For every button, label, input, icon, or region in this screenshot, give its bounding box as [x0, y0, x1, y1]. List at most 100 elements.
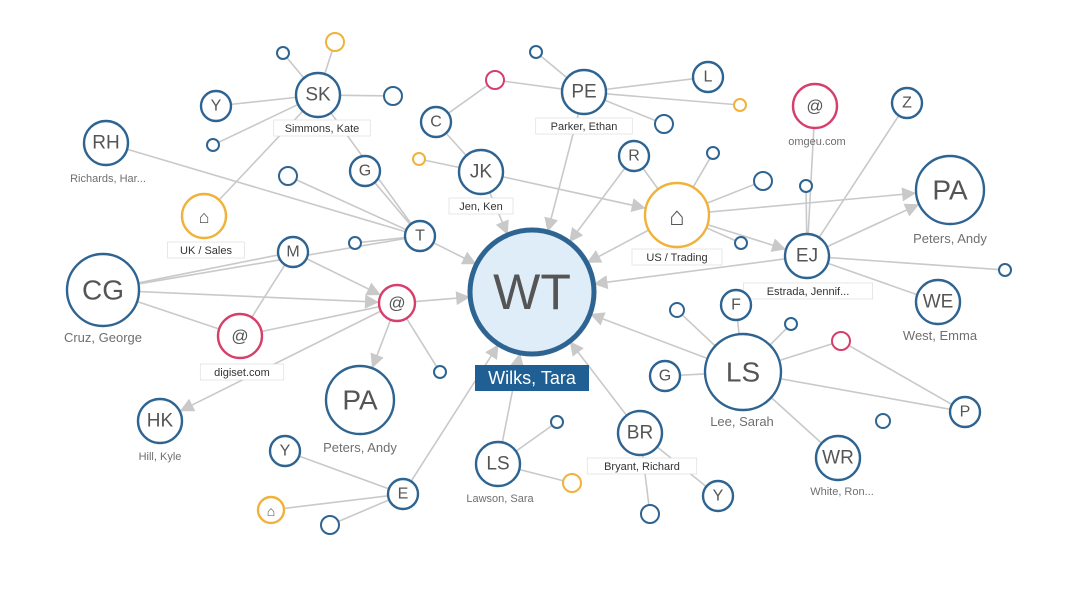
- node-e[interactable]: E: [386, 477, 420, 511]
- node-label: Bryant, Richard: [604, 461, 680, 473]
- node-c[interactable]: C: [419, 105, 453, 139]
- mini-node-d25[interactable]: [875, 413, 891, 429]
- mini-node-d4[interactable]: [206, 138, 220, 152]
- building-icon: ⌂: [199, 207, 210, 227]
- node-y3[interactable]: Y: [701, 479, 735, 513]
- node-circle: [560, 68, 608, 116]
- edge-pe-d9: [604, 99, 656, 122]
- node-org2[interactable]: ⌂: [643, 181, 711, 249]
- mini-node-d20[interactable]: [433, 365, 447, 379]
- node-m[interactable]: M: [276, 235, 310, 269]
- node-t[interactable]: T: [403, 219, 437, 253]
- mini-node-d6[interactable]: [529, 45, 543, 59]
- node-circle: [474, 440, 522, 488]
- edge-jk-org2: [502, 175, 646, 209]
- mini-node-d23[interactable]: [562, 473, 582, 493]
- node-sk[interactable]: SK: [294, 71, 342, 119]
- node-initials: Y: [211, 98, 222, 115]
- node-wt[interactable]: WT: [467, 227, 597, 357]
- mini-node-d7[interactable]: [278, 166, 298, 186]
- node-em2[interactable]: @: [377, 283, 417, 323]
- mini-node-d12[interactable]: [706, 146, 720, 160]
- node-em1[interactable]: @: [791, 82, 839, 130]
- node-label: West, Emma: [903, 328, 978, 343]
- email-at-icon: @: [231, 327, 248, 346]
- node-label: Richards, Har...: [70, 173, 146, 185]
- node-org3[interactable]: ⌂: [256, 495, 286, 525]
- node-ej[interactable]: EJ: [783, 232, 831, 280]
- mini-node-d22[interactable]: [550, 415, 564, 429]
- node-we[interactable]: WE: [914, 278, 962, 326]
- mini-node-d3[interactable]: [383, 86, 403, 106]
- node-hk[interactable]: HK: [136, 397, 184, 445]
- edge-ls1-d22: [515, 424, 553, 452]
- edge-ls2-wr: [770, 396, 823, 444]
- node-g1[interactable]: G: [348, 154, 382, 188]
- node-initials: Z: [902, 95, 912, 112]
- dot-circle: [550, 415, 564, 429]
- node-pe[interactable]: PE: [560, 68, 608, 116]
- mini-node-d19[interactable]: [784, 317, 798, 331]
- node-r[interactable]: R: [617, 139, 651, 173]
- dot-circle: [640, 504, 660, 524]
- edge-ls2-f: [736, 319, 740, 335]
- node-label: digiset.com: [214, 367, 270, 379]
- mini-node-d10[interactable]: [733, 98, 747, 112]
- node-p[interactable]: P: [948, 395, 982, 429]
- node-br[interactable]: BR: [616, 409, 664, 457]
- label-background: [167, 241, 245, 259]
- node-g2[interactable]: G: [648, 359, 682, 393]
- edge-arrowhead: [364, 294, 380, 309]
- edge-e-org3: [283, 495, 389, 510]
- node-z[interactable]: Z: [890, 86, 924, 120]
- edge-arrowhead: [901, 187, 917, 202]
- edge-arrowhead: [569, 341, 584, 357]
- edge-e-y2: [298, 455, 390, 490]
- mini-node-d17[interactable]: [669, 302, 685, 318]
- edge-sk-d2: [323, 50, 334, 75]
- dot-circle: [412, 152, 426, 166]
- mini-node-d16[interactable]: [998, 263, 1012, 277]
- node-circle: [719, 288, 753, 322]
- node-f[interactable]: F: [719, 288, 753, 322]
- node-org1[interactable]: ⌂: [180, 192, 228, 240]
- node-l[interactable]: L: [691, 60, 725, 94]
- node-ls1[interactable]: LS: [474, 440, 522, 488]
- node-y2[interactable]: Y: [268, 434, 302, 468]
- mini-node-d15[interactable]: [799, 179, 813, 193]
- node-jk[interactable]: JK: [457, 148, 505, 196]
- building-icon: ⌂: [267, 503, 275, 519]
- node-wr[interactable]: WR: [814, 434, 862, 482]
- node-initials: PE: [571, 82, 596, 103]
- node-initials: PA: [342, 385, 378, 416]
- node-cg[interactable]: CG: [65, 252, 141, 328]
- mini-node-d9[interactable]: [654, 114, 674, 134]
- edge-ej-d15: [805, 191, 808, 235]
- dot-circle: [276, 46, 290, 60]
- mini-node-d1[interactable]: [276, 46, 290, 60]
- dot-circle: [485, 70, 505, 90]
- node-circle: [791, 82, 839, 130]
- mini-node-d5[interactable]: [485, 70, 505, 90]
- dot-circle: [784, 317, 798, 331]
- mini-node-d2[interactable]: [325, 32, 345, 52]
- mini-node-d11[interactable]: [412, 152, 426, 166]
- building-icon: ⌂: [669, 201, 685, 231]
- mini-node-d18[interactable]: [831, 331, 851, 351]
- edge-org2-d12: [692, 157, 711, 188]
- node-em3[interactable]: @: [216, 312, 264, 360]
- mini-node-d8[interactable]: [348, 236, 362, 250]
- mini-node-d21[interactable]: [640, 504, 660, 524]
- mini-node-d13[interactable]: [753, 171, 773, 191]
- node-initials: SK: [305, 85, 331, 106]
- node-y1[interactable]: Y: [199, 89, 233, 123]
- node-ls2[interactable]: LS: [703, 332, 783, 412]
- mini-node-d14[interactable]: [734, 236, 748, 250]
- mini-node-d24[interactable]: [320, 515, 340, 535]
- node-pa1[interactable]: PA: [324, 364, 396, 436]
- edge-sk-y1: [230, 96, 297, 106]
- node-rh[interactable]: RH: [82, 119, 130, 167]
- node-pa2[interactable]: PA: [914, 154, 986, 226]
- node-label: UK / Sales: [180, 245, 232, 257]
